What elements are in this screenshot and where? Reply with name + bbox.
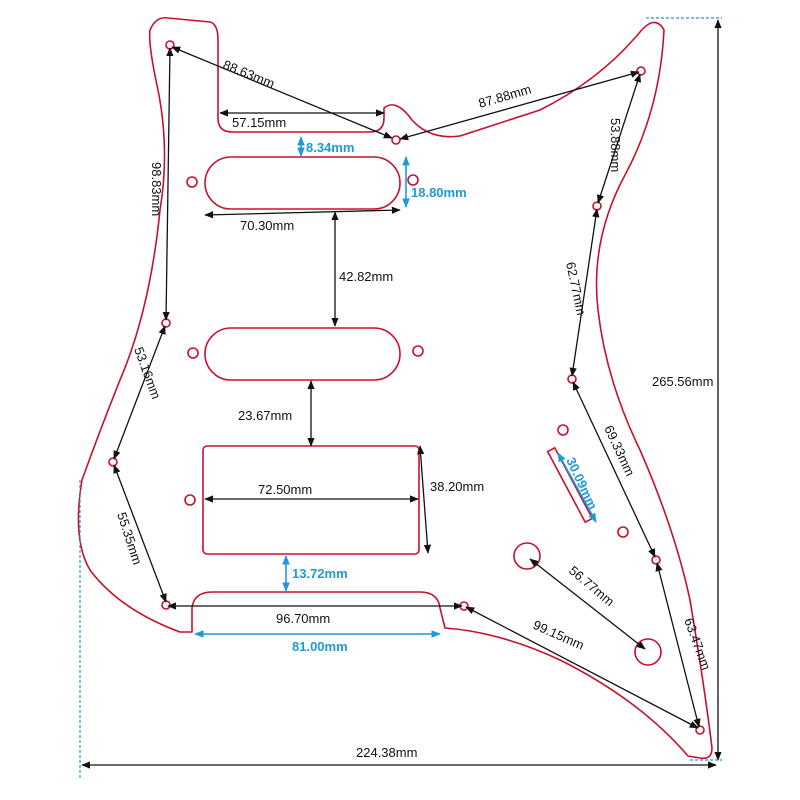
dim-label-98-83: 98.83mm — [149, 162, 164, 216]
screw-hole — [161, 318, 171, 328]
dim-line-98-83 — [162, 47, 174, 321]
dim-label-23-67: 23.67mm — [238, 408, 292, 423]
dim-line-38-20 — [416, 445, 432, 554]
mount-hole — [187, 347, 199, 359]
dim-label-81-00: 81.00mm — [292, 639, 348, 654]
dim-label-13-72: 13.72mm — [292, 566, 348, 581]
dim-line-53-16 — [113, 325, 166, 460]
dim-label-63-47: 63.47mm — [681, 616, 714, 672]
control-knob-hole — [634, 638, 662, 666]
dim-label-56-77: 56.77mm — [566, 563, 617, 609]
mount-hole — [186, 176, 198, 188]
screw-hole — [567, 374, 577, 384]
dim-label-42-82: 42.82mm — [339, 269, 393, 284]
control-knob-hole — [513, 542, 541, 570]
mount-hole — [557, 424, 569, 436]
humbucker-cutout — [202, 445, 420, 555]
dim-line-30-09 — [557, 452, 597, 523]
screw-hole — [592, 201, 602, 211]
dim-label-99-15: 99.15mm — [531, 617, 587, 653]
dim-line-88-63 — [171, 46, 393, 139]
dim-label-38-20: 38.20mm — [430, 479, 484, 494]
mount-hole — [617, 526, 629, 538]
dim-line-62-77 — [569, 208, 600, 377]
dim-label-72-50: 72.50mm — [258, 482, 312, 497]
screw-hole — [108, 457, 118, 467]
screw-hole — [636, 66, 646, 76]
dim-label-53-16: 53.16mm — [131, 345, 164, 401]
dim-label-87-88: 87.88mm — [477, 82, 533, 111]
dim-label-8-34: 8.34mm — [306, 140, 354, 155]
dim-line-87-88 — [399, 70, 640, 141]
dim-label-224-38: 224.38mm — [356, 745, 417, 760]
dim-line-53-88 — [597, 73, 641, 204]
screw-hole — [391, 135, 401, 145]
mount-hole — [407, 174, 419, 186]
dim-label-53-88: 53.88mm — [608, 118, 623, 172]
dim-label-265-56: 265.56mm — [652, 374, 713, 389]
dim-label-57-15: 57.15mm — [232, 115, 286, 130]
mount-hole — [184, 494, 196, 506]
dim-line-99-15 — [465, 606, 699, 729]
dim-line-55-35 — [113, 464, 167, 603]
dim-label-96-70: 96.70mm — [276, 611, 330, 626]
screw-hole — [651, 555, 661, 565]
dim-label-69-33: 69.33mm — [601, 423, 638, 478]
dim-label-88-63: 88.63mm — [221, 57, 277, 91]
dim-label-18-80: 18.80mm — [411, 185, 467, 200]
dim-label-70-30: 70.30mm — [240, 218, 294, 233]
dim-line-69-33 — [572, 381, 656, 558]
neck-pickup-cutout — [204, 156, 401, 210]
dim-line-70-30 — [204, 206, 401, 219]
mount-hole — [412, 345, 424, 357]
middle-pickup-cutout — [204, 327, 401, 381]
screw-hole — [161, 600, 171, 610]
dim-label-55-35: 55.35mm — [114, 510, 145, 566]
dim-line-63-47 — [655, 562, 701, 728]
